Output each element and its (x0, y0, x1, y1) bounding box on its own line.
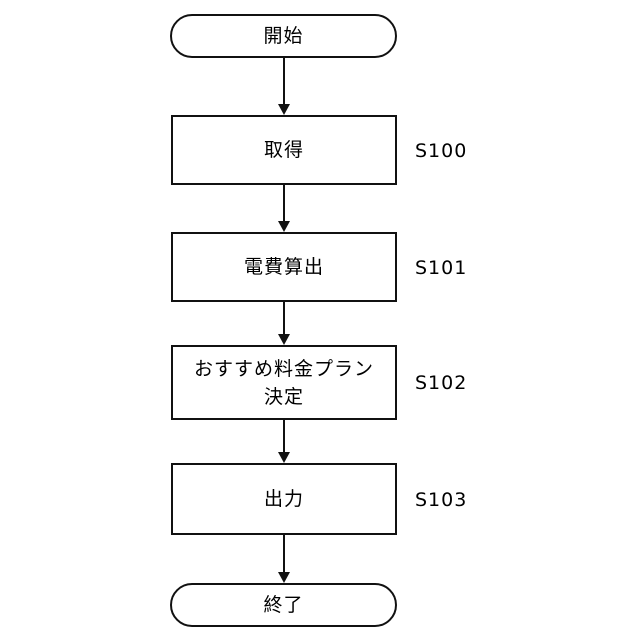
connector-acquire-to-calc (278, 185, 290, 232)
node-acquire-label: 取得 (263, 139, 304, 161)
node-calc-power-cost-label: 電費算出 (243, 256, 324, 278)
arrowhead-down-icon (278, 334, 290, 345)
step-id-calc-power-cost: S101 (415, 257, 468, 279)
connector-shaft (283, 185, 285, 222)
connector-shaft (283, 58, 285, 105)
connector-decide-to-output (278, 420, 290, 463)
node-calc-power-cost: 電費算出 (171, 232, 397, 302)
node-decide-plan-label: おすすめ料金プラン 決定 (193, 357, 374, 408)
node-end-label: 終了 (263, 594, 304, 616)
node-decide-plan: おすすめ料金プラン 決定 (171, 345, 397, 420)
connector-calc-to-decide (278, 302, 290, 345)
step-id-decide-plan: S102 (415, 372, 468, 394)
connector-shaft (283, 535, 285, 573)
node-start-label: 開始 (263, 25, 304, 47)
arrowhead-down-icon (278, 104, 290, 115)
arrowhead-down-icon (278, 572, 290, 583)
node-start: 開始 (170, 14, 397, 58)
connector-start-to-acquire (278, 58, 290, 115)
node-end: 終了 (170, 583, 397, 627)
step-id-output: S103 (415, 489, 468, 511)
arrowhead-down-icon (278, 221, 290, 232)
connector-output-to-end (278, 535, 290, 583)
node-output-label: 出力 (263, 488, 304, 510)
connector-shaft (283, 420, 285, 453)
node-output: 出力 (171, 463, 397, 535)
connector-shaft (283, 302, 285, 335)
step-id-acquire: S100 (415, 140, 468, 162)
node-acquire: 取得 (171, 115, 397, 185)
arrowhead-down-icon (278, 452, 290, 463)
